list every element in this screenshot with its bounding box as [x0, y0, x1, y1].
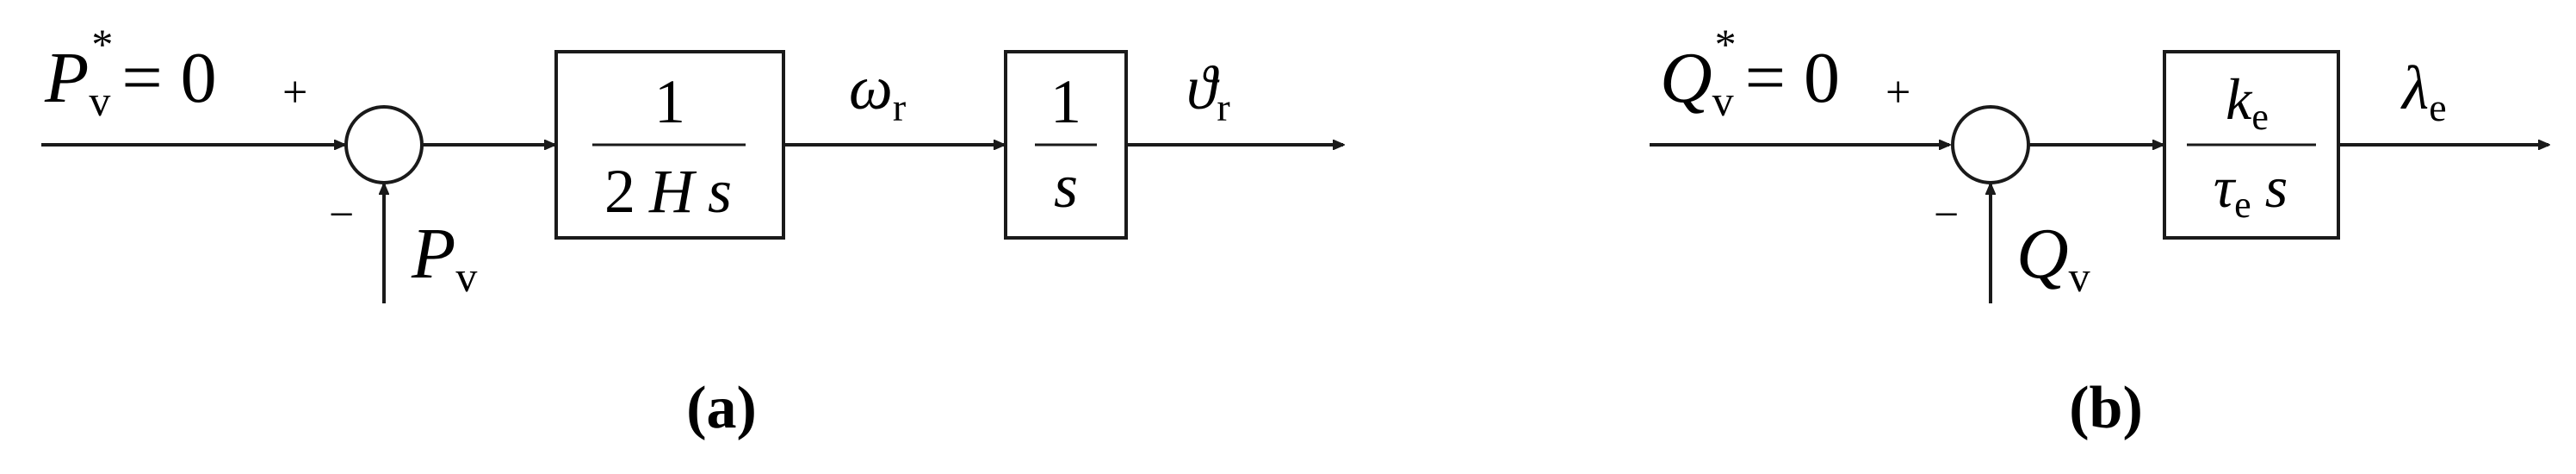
- a-output-label: ϑr: [1186, 53, 1230, 129]
- a-block2-numerator: 1: [1050, 67, 1081, 136]
- a-minus-sign: −: [329, 190, 354, 240]
- a-block2-denominator: s: [1054, 152, 1078, 221]
- a-feedback-label: Pv: [411, 214, 477, 301]
- b-plus-sign: +: [1886, 68, 1910, 117]
- b-minus-sign: −: [1934, 190, 1959, 240]
- a-signal-omega: ωr: [849, 53, 906, 129]
- a-summing-junction: [344, 105, 424, 184]
- a-caption: (a): [686, 375, 757, 441]
- b-output-label: λe: [2400, 53, 2447, 129]
- a-block1-numerator: 1: [654, 67, 685, 136]
- a-input-label: Pv*= 0: [44, 20, 217, 125]
- b-feedback-label: Qv: [2016, 214, 2090, 301]
- b-input-label: Qv*= 0: [1660, 20, 1840, 125]
- b-block-numerator: ke: [2226, 66, 2269, 138]
- b-summing-junction: [1951, 105, 2030, 184]
- b-caption: (b): [2069, 375, 2143, 441]
- a-plus-sign: +: [282, 68, 307, 117]
